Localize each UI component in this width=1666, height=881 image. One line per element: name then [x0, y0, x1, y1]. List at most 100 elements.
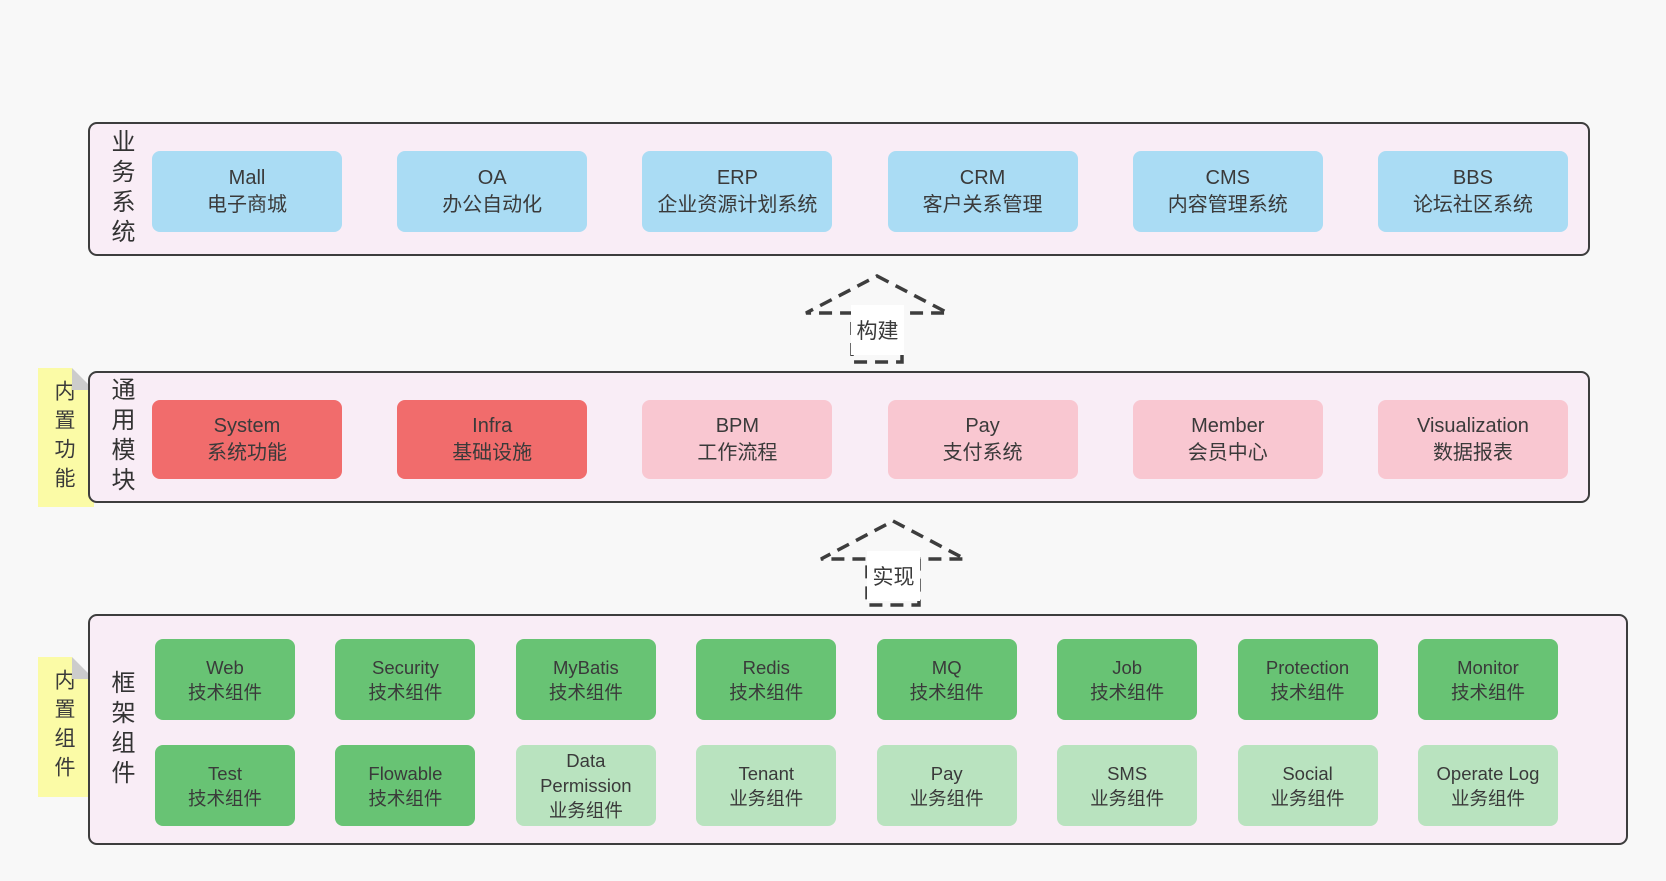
box-name: Redis — [742, 656, 790, 678]
sticky-note-label: 内置功能 — [52, 379, 75, 496]
box-subtitle: 业务组件 — [1270, 787, 1345, 809]
box-flowable: Flowable 技术组件 — [335, 745, 476, 826]
panel-business-systems: 业务系统 Mall 电子商城 OA 办公自动化 ERP 企业资源计划系统 CRM… — [88, 122, 1590, 256]
box-name: Pay — [965, 414, 1000, 437]
box-name: MyBatis — [552, 656, 619, 678]
modules-box-row: System 系统功能 Infra 基础设施 BPM 工作流程 Pay 支付系统… — [152, 400, 1568, 479]
box-mybatis: MyBatis 技术组件 — [515, 639, 656, 720]
box-erp: ERP 企业资源计划系统 — [642, 151, 833, 232]
box-subtitle: 业务组件 — [1090, 787, 1165, 809]
box-subtitle: 支付系统 — [942, 441, 1023, 464]
box-subtitle: 技术组件 — [909, 681, 984, 703]
box-member: Member 会员中心 — [1132, 400, 1323, 479]
box-data-permission: Data Permission 业务组件 — [515, 745, 656, 826]
box-name: Tenant — [738, 762, 795, 784]
box-pay-module: Pay 支付系统 — [887, 400, 1078, 479]
box-name: Visualization — [1416, 414, 1529, 437]
box-bpm: BPM 工作流程 — [642, 400, 833, 479]
panel-label: 框架组件 — [107, 669, 134, 790]
box-subtitle: 业务组件 — [548, 800, 623, 821]
box-subtitle: 业务组件 — [729, 787, 804, 809]
box-name: SMS — [1107, 762, 1148, 784]
box-protection: Protection 技术组件 — [1237, 639, 1378, 720]
box-name: Security — [372, 656, 439, 678]
box-name: Pay — [930, 762, 963, 784]
box-subtitle: 技术组件 — [548, 681, 623, 703]
box-subtitle: 工作流程 — [697, 441, 778, 464]
box-name: Job — [1112, 656, 1143, 678]
box-subtitle: 数据报表 — [1432, 441, 1513, 464]
box-operate-log: Operate Log 业务组件 — [1417, 745, 1558, 826]
box-subtitle: 技术组件 — [729, 681, 804, 703]
box-subtitle: 办公自动化 — [442, 193, 543, 216]
box-name: Test — [208, 762, 242, 784]
build-arrow-label: 构建 — [851, 305, 904, 355]
box-system: System 系统功能 — [152, 400, 342, 479]
box-name: Operate Log — [1436, 762, 1540, 784]
box-name: Mall — [228, 166, 266, 189]
box-pay-component: Pay 业务组件 — [876, 745, 1017, 826]
box-oa: OA 办公自动化 — [397, 151, 588, 232]
box-subtitle: 客户关系管理 — [922, 193, 1043, 216]
box-sms: SMS 业务组件 — [1057, 745, 1198, 826]
implement-arrow — [820, 519, 966, 607]
box-subtitle: 论坛社区系统 — [1412, 193, 1533, 216]
components-row-1: Web 技术组件 Security 技术组件 MyBatis 技术组件 Redi… — [155, 639, 1558, 720]
box-subtitle: 技术组件 — [1270, 681, 1345, 703]
box-name: ERP — [716, 166, 758, 189]
box-name: CMS — [1205, 166, 1250, 189]
box-name: MQ — [931, 656, 962, 678]
box-test: Test 技术组件 — [155, 745, 295, 826]
box-job: Job 技术组件 — [1057, 639, 1198, 720]
components-rows: Web 技术组件 Security 技术组件 MyBatis 技术组件 Redi… — [155, 639, 1558, 826]
sticky-note-built-in-components: 内置组件 — [38, 657, 94, 797]
box-name: OA — [477, 166, 507, 189]
box-subtitle: 技术组件 — [187, 681, 262, 703]
sticky-note-label: 内置组件 — [52, 669, 75, 785]
box-subtitle: 电子商城 — [207, 193, 287, 216]
box-monitor: Monitor 技术组件 — [1417, 639, 1558, 720]
panel-framework-components: 框架组件 Web 技术组件 Security 技术组件 MyBatis 技术组件… — [88, 614, 1628, 845]
build-arrow — [805, 274, 949, 364]
box-subtitle: 企业资源计划系统 — [657, 193, 818, 216]
panel-label: 业务系统 — [107, 129, 134, 249]
box-web: Web 技术组件 — [155, 639, 295, 720]
box-subtitle: 会员中心 — [1187, 441, 1268, 464]
box-name: Monitor — [1457, 656, 1519, 678]
box-mall: Mall 电子商城 — [152, 151, 342, 232]
box-mq: MQ 技术组件 — [876, 639, 1017, 720]
box-security: Security 技术组件 — [335, 639, 476, 720]
box-subtitle: 系统功能 — [207, 441, 287, 464]
panel-label: 通用模块 — [107, 377, 134, 497]
box-tenant: Tenant 业务组件 — [696, 745, 837, 826]
box-name: CRM — [959, 166, 1006, 189]
box-name: Social — [1282, 762, 1333, 784]
box-subtitle: 业务组件 — [1450, 787, 1525, 809]
panel-common-modules: 通用模块 System 系统功能 Infra 基础设施 BPM 工作流程 Pay… — [88, 371, 1590, 503]
box-name: Web — [206, 656, 244, 678]
box-name: BBS — [1452, 166, 1493, 189]
box-subtitle: 技术组件 — [368, 681, 443, 703]
components-row-2: Test 技术组件 Flowable 技术组件 Data Permission … — [155, 745, 1558, 826]
box-name: Protection — [1265, 656, 1350, 678]
box-name: BPM — [715, 414, 760, 437]
box-name: System — [213, 414, 281, 437]
box-visualization: Visualization 数据报表 — [1377, 400, 1568, 479]
box-subtitle: 技术组件 — [1450, 681, 1525, 703]
box-subtitle: 业务组件 — [909, 787, 984, 809]
box-subtitle: 技术组件 — [368, 787, 443, 809]
box-cms: CMS 内容管理系统 — [1132, 151, 1323, 232]
box-name: Flowable — [368, 762, 443, 784]
box-subtitle: 内容管理系统 — [1167, 193, 1288, 216]
box-social: Social 业务组件 — [1237, 745, 1378, 826]
box-crm: CRM 客户关系管理 — [887, 151, 1078, 232]
business-box-row: Mall 电子商城 OA 办公自动化 ERP 企业资源计划系统 CRM 客户关系… — [152, 151, 1568, 232]
box-subtitle: 技术组件 — [1090, 681, 1165, 703]
box-subtitle: 技术组件 — [187, 787, 262, 809]
implement-arrow-label: 实现 — [867, 551, 920, 601]
box-subtitle: 基础设施 — [452, 441, 533, 464]
box-redis: Redis 技术组件 — [696, 639, 837, 720]
box-name: Data Permission — [540, 750, 632, 796]
